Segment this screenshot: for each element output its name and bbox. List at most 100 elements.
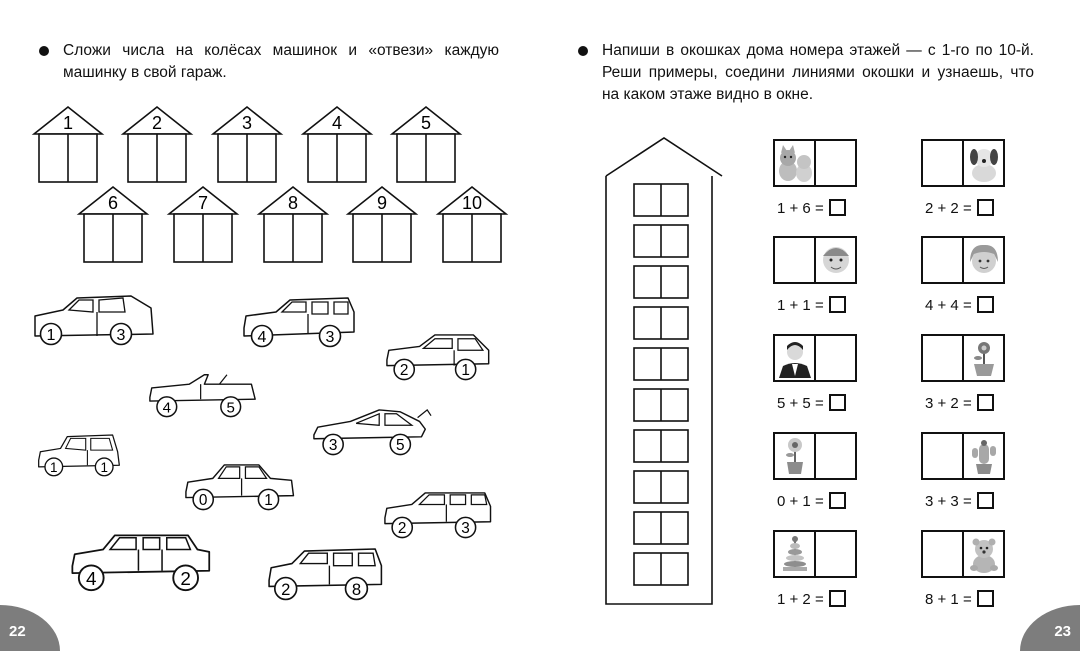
page-number-left: 22 (9, 623, 26, 640)
answer-box[interactable] (976, 492, 994, 509)
picture-window[interactable] (921, 432, 1005, 480)
floor-window[interactable] (633, 511, 689, 545)
example-text: 8 + 1 = (925, 591, 972, 608)
answer-box[interactable] (976, 199, 994, 216)
example-text: 3 + 3 = (925, 493, 972, 510)
garage: 3 (210, 105, 284, 183)
answer-box[interactable] (828, 394, 846, 411)
garage-number: 4 (332, 113, 342, 133)
picture-window[interactable] (921, 139, 1005, 187)
example-expression: 5 + 5 = (777, 394, 846, 414)
example-text: 0 + 1 = (777, 493, 824, 510)
example-text: 1 + 6 = (777, 200, 824, 217)
floor-window[interactable] (633, 388, 689, 422)
man-picture (777, 338, 813, 378)
example-expression: 1 + 6 = (777, 199, 846, 219)
example-expression: 3 + 2 = (925, 394, 994, 414)
picture-window[interactable] (921, 236, 1005, 284)
car-wheel: 1 (454, 358, 477, 381)
ring-pyramid-picture (777, 534, 813, 574)
car-wheel: 4 (156, 396, 178, 418)
example-expression: 3 + 3 = (925, 492, 994, 512)
right-instruction-text: Напиши в окошках дома номера этажей — с … (602, 42, 1034, 103)
car-wheel: 4 (77, 564, 105, 592)
floor-window[interactable] (633, 429, 689, 463)
garage-number: 5 (421, 113, 431, 133)
floor-window[interactable] (633, 265, 689, 299)
garage: 8 (256, 185, 330, 263)
bullet-icon (578, 46, 588, 56)
page-number-right: 23 (1054, 623, 1071, 640)
wheel-number: 3 (329, 437, 338, 454)
right-task-instruction: Напиши в окошках дома номера этажей — с … (578, 40, 1034, 106)
puppy-picture (966, 143, 1002, 183)
picture-window[interactable] (773, 139, 857, 187)
wheel-number: 5 (227, 399, 235, 416)
picture-window[interactable] (921, 530, 1005, 578)
floor-window[interactable] (633, 306, 689, 340)
picture-window[interactable] (921, 334, 1005, 382)
floor-window[interactable] (633, 347, 689, 381)
garage-number: 6 (108, 193, 118, 213)
answer-box[interactable] (976, 296, 994, 313)
wheel-number: 8 (352, 580, 361, 599)
floor-window[interactable] (633, 224, 689, 258)
garage: 5 (389, 105, 463, 183)
car-wheel: 2 (172, 564, 199, 592)
teddy-bear-picture (966, 534, 1002, 574)
example-expression: 4 + 4 = (925, 296, 994, 316)
example-text: 1 + 1 = (777, 297, 824, 314)
garage-number: 8 (288, 193, 298, 213)
garage: 4 (300, 105, 374, 183)
picture-window[interactable] (773, 236, 857, 284)
wheel-number: 5 (396, 437, 405, 454)
cactus-pot-picture (966, 436, 1002, 476)
garage: 1 (31, 105, 105, 183)
wheel-number: 3 (117, 327, 126, 344)
answer-box[interactable] (828, 492, 846, 509)
wheel-number: 4 (163, 399, 171, 416)
page-number-tab-right: 23 (1020, 605, 1080, 651)
garage-number: 1 (63, 113, 73, 133)
car-wheel: 1 (44, 457, 64, 477)
picture-window[interactable] (773, 334, 857, 382)
answer-box[interactable] (976, 394, 994, 411)
example-expression: 1 + 1 = (777, 296, 846, 316)
answer-box[interactable] (976, 590, 994, 607)
answer-box[interactable] (828, 296, 846, 313)
example-text: 1 + 2 = (777, 591, 824, 608)
wheel-number: 1 (100, 460, 107, 475)
wheel-number: 1 (50, 460, 57, 475)
wheel-number: 2 (281, 580, 290, 599)
kittens-picture (777, 143, 813, 183)
bullet-icon (39, 46, 49, 56)
example-text: 5 + 5 = (777, 395, 824, 412)
answer-box[interactable] (828, 590, 846, 607)
car-wheel: 2 (391, 516, 414, 539)
example-expression: 8 + 1 = (925, 590, 994, 610)
picture-window[interactable] (773, 530, 857, 578)
garage-number: 2 (152, 113, 162, 133)
flower-pot-picture (966, 338, 1002, 378)
garage-number: 7 (198, 193, 208, 213)
left-instruction-text: Сложи числа на колёсах машинок и «отвези… (63, 42, 499, 81)
garage-number: 3 (242, 113, 252, 133)
answer-box[interactable] (828, 199, 846, 216)
picture-window[interactable] (773, 432, 857, 480)
wheel-number: 1 (47, 327, 56, 344)
floor-window[interactable] (633, 552, 689, 586)
floor-window[interactable] (633, 183, 689, 217)
wheel-number: 2 (400, 362, 409, 379)
car-wheel: 3 (454, 516, 477, 539)
floor-window[interactable] (633, 470, 689, 504)
car-wheel: 1 (39, 322, 63, 346)
garage-number: 9 (377, 193, 387, 213)
wheel-number: 2 (398, 520, 407, 537)
